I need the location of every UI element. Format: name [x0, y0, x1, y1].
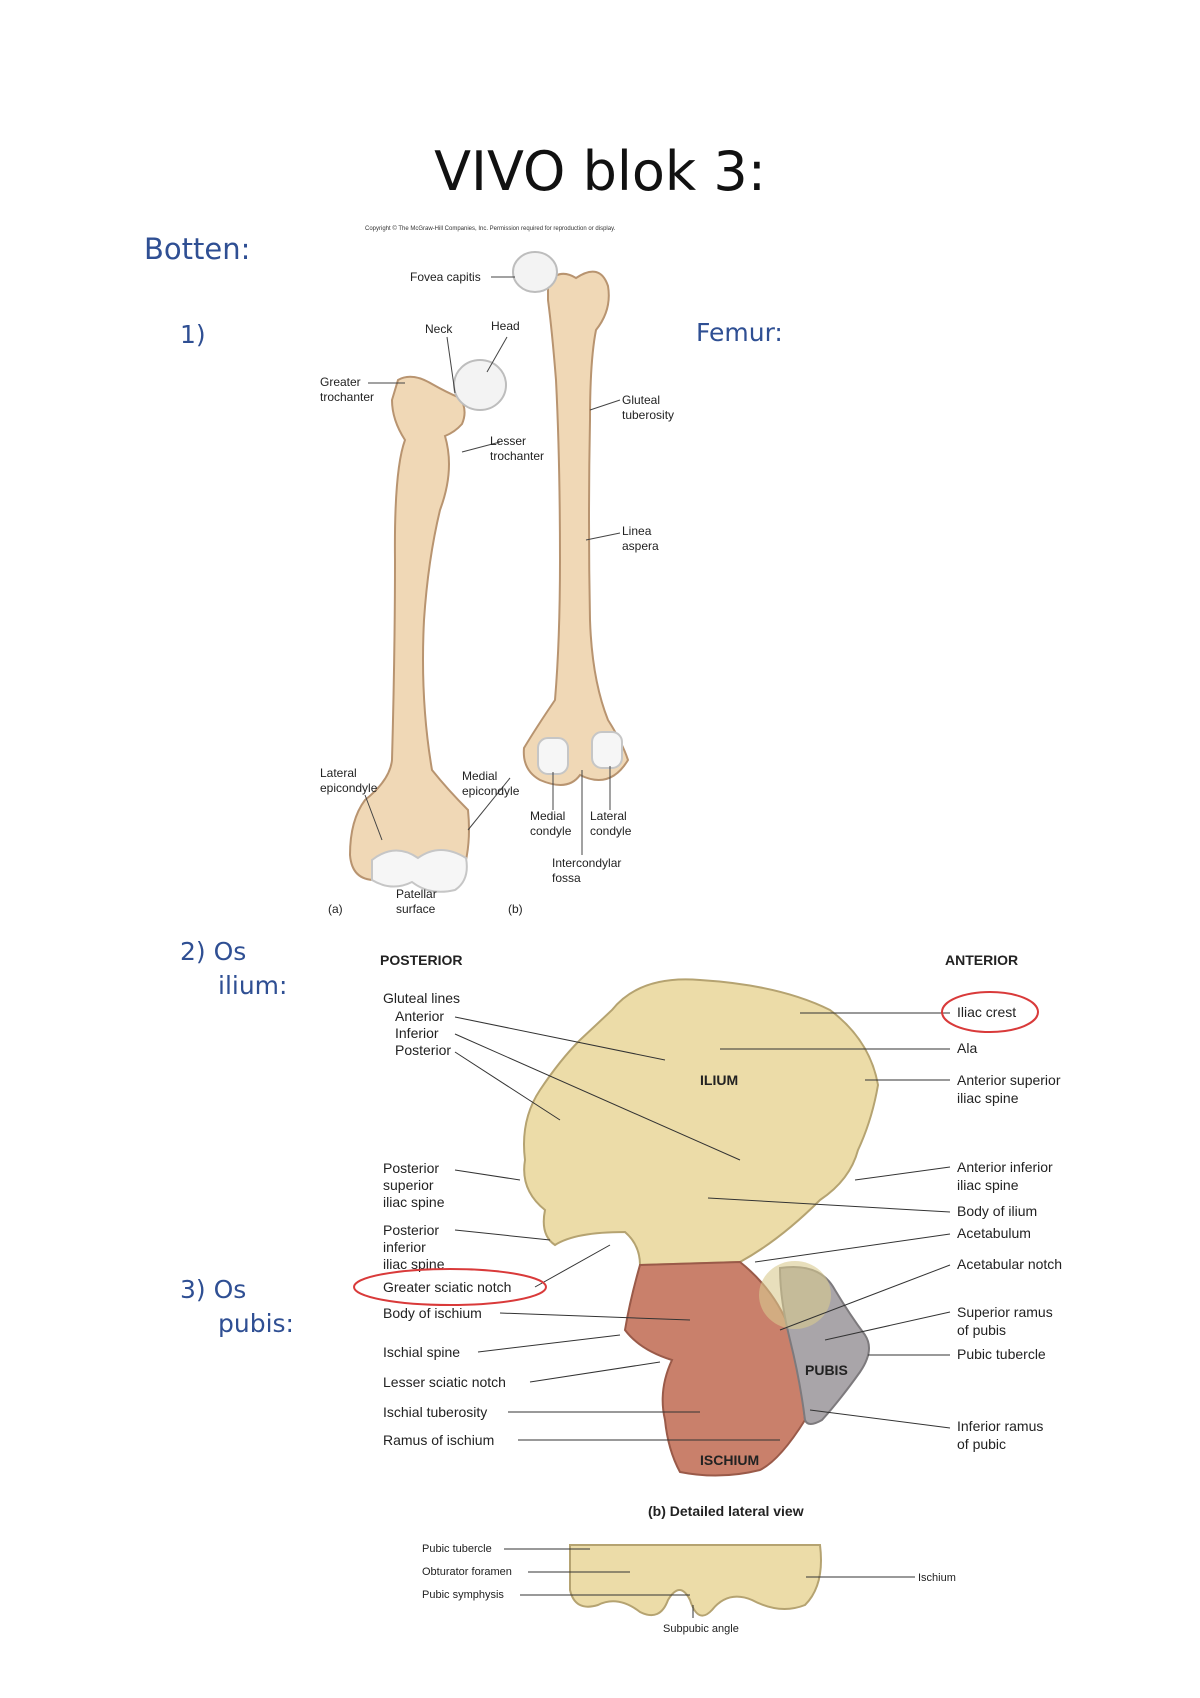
pelvis-figure: POSTERIOR ANTERIOR ILIUM PUBIS ISCHIUM G… [353, 952, 1062, 1519]
label-ischial-spine: Ischial spine [383, 1344, 460, 1360]
label-piis-3: iliac spine [383, 1256, 445, 1272]
label-gluteal-2: tuberosity [622, 408, 674, 422]
pubis-strip-drawing [569, 1544, 822, 1617]
label-lateral-condyle-1: Lateral [590, 809, 627, 823]
label-strip-subpubic-angle: Subpubic angle [663, 1623, 739, 1635]
item-number-1: 1) [180, 320, 206, 349]
item-2-line2: ilium: [218, 971, 288, 1000]
item-number-3: 3) [180, 1275, 206, 1304]
label-acetabulum: Acetabulum [957, 1225, 1031, 1241]
label-superior-ramus-2: of pubis [957, 1322, 1006, 1338]
label-lateral-condyle-2: condyle [590, 824, 632, 838]
label-body-of-ischium: Body of ischium [383, 1305, 482, 1321]
label-psis-1: Posterior [383, 1160, 439, 1176]
label-patellar-2: surface [396, 902, 436, 916]
label-linea-2: aspera [622, 539, 659, 553]
label-intercondylar-1: Intercondylar [552, 856, 621, 870]
section-heading-botten: Botten: [144, 232, 251, 266]
label-ilium-region: ILIUM [700, 1072, 738, 1088]
label-ischium-region: ISCHIUM [700, 1452, 759, 1468]
label-panel-a: (a) [328, 902, 343, 916]
highlight-iliac-crest [941, 991, 1039, 1033]
label-gluteal-anterior: Anterior [395, 1008, 444, 1024]
label-greater-trochanter-1: Greater [320, 375, 361, 389]
label-strip-pubic-tubercle: Pubic tubercle [422, 1543, 492, 1555]
label-posterior-header: POSTERIOR [380, 952, 462, 968]
label-linea-1: Linea [622, 524, 652, 538]
label-medial-condyle-1: Medial [530, 809, 565, 823]
highlight-greater-sciatic-notch [353, 1268, 547, 1306]
document-title: VIVO blok 3: [434, 140, 766, 203]
label-asis-2: iliac spine [957, 1090, 1019, 1106]
label-psis-2: superior [383, 1177, 434, 1193]
label-piis-2: inferior [383, 1239, 426, 1255]
label-greater-sciatic-notch: Greater sciatic notch [383, 1279, 511, 1295]
label-anterior-header: ANTERIOR [945, 952, 1018, 968]
label-lesser-sciatic-notch: Lesser sciatic notch [383, 1374, 506, 1390]
label-panel-b: (b) [508, 902, 523, 916]
label-aiis-1: Anterior inferior [957, 1159, 1053, 1175]
label-ala: Ala [957, 1040, 977, 1056]
label-fovea-capitis: Fovea capitis [410, 270, 481, 284]
label-neck: Neck [425, 322, 453, 336]
item-3-line1: Os [213, 1275, 247, 1304]
label-strip-obturator-foramen: Obturator foramen [422, 1566, 512, 1578]
label-patellar-1: Patellar [396, 887, 437, 901]
label-intercondylar-2: fossa [552, 871, 581, 885]
label-iliac-crest: Iliac crest [957, 1004, 1016, 1020]
pelvis-caption: (b) Detailed lateral view [648, 1503, 804, 1519]
label-medial-epicondyle-1: Medial [462, 769, 497, 783]
label-strip-pubic-symphysis: Pubic symphysis [422, 1589, 504, 1601]
label-gluteal-1: Gluteal [622, 393, 660, 407]
label-greater-trochanter-2: trochanter [320, 390, 374, 404]
femur-posterior-drawing [512, 251, 630, 786]
item-3-line2: pubis: [218, 1309, 294, 1338]
label-pubic-tubercle: Pubic tubercle [957, 1346, 1046, 1362]
label-head: Head [491, 319, 520, 333]
label-medial-epicondyle-2: epicondyle [462, 784, 520, 798]
item-2-line1: Os [213, 937, 247, 966]
label-superior-ramus-1: Superior ramus [957, 1304, 1053, 1320]
ilium-region [523, 978, 880, 1267]
item-os-ilium: 2) Os ilium: [180, 935, 287, 1003]
pubis-strip-figure: Pubic tubercle Obturator foramen Pubic s… [422, 1543, 956, 1635]
femur-label: Femur: [696, 318, 783, 347]
label-aiis-2: iliac spine [957, 1177, 1019, 1193]
label-piis-1: Posterior [383, 1222, 439, 1238]
label-body-of-ilium: Body of ilium [957, 1203, 1037, 1219]
label-medial-condyle-2: condyle [530, 824, 572, 838]
label-psis-3: iliac spine [383, 1194, 445, 1210]
femur-anterior-drawing [348, 359, 507, 893]
label-acetabular-notch: Acetabular notch [957, 1256, 1062, 1272]
femur-figure: Copyright © The McGraw-Hill Companies, I… [320, 225, 674, 916]
label-strip-ischium: Ischium [918, 1572, 956, 1584]
label-gluteal-posterior: Posterior [395, 1042, 451, 1058]
label-lesser-trochanter-1: Lesser [490, 434, 526, 448]
label-asis-1: Anterior superior [957, 1072, 1061, 1088]
item-number-2: 2) [180, 937, 206, 966]
label-pubis-region: PUBIS [805, 1362, 848, 1378]
label-lateral-epicondyle-2: epicondyle [320, 781, 378, 795]
label-ramus-of-ischium: Ramus of ischium [383, 1432, 494, 1448]
label-inferior-ramus-1: Inferior ramus [957, 1418, 1043, 1434]
label-gluteal-lines: Gluteal lines [383, 990, 460, 1006]
copyright-notice: Copyright © The McGraw-Hill Companies, I… [365, 225, 616, 232]
label-lateral-epicondyle-1: Lateral [320, 766, 357, 780]
label-inferior-ramus-2: of pubic [957, 1436, 1006, 1452]
label-ischial-tuberosity: Ischial tuberosity [383, 1404, 487, 1420]
label-lesser-trochanter-2: trochanter [490, 449, 544, 463]
item-os-pubis: 3) Os pubis: [180, 1273, 294, 1341]
label-gluteal-inferior: Inferior [395, 1025, 439, 1041]
